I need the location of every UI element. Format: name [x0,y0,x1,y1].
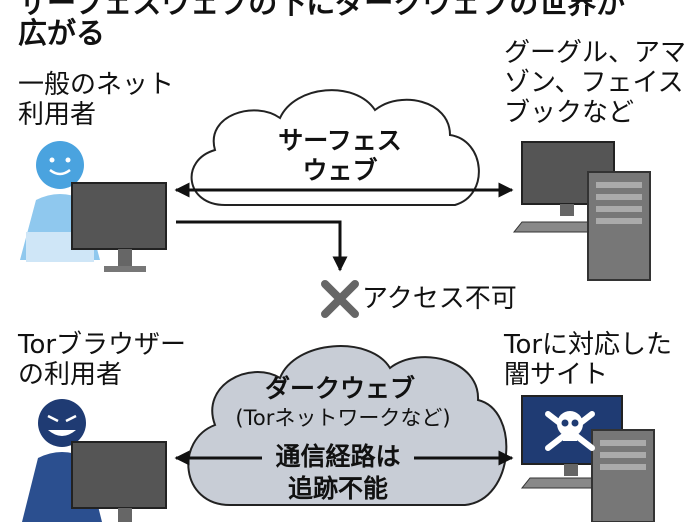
surface-user-monitor-icon [71,182,167,272]
dark-route-label-line1: 通信経路は [275,442,401,471]
dark-cloud [187,345,508,506]
surface-cloud-label-line1: サーフェス [278,126,402,155]
surface-user-label-line1: 一般のネット [18,70,175,100]
surface-cloud [190,89,480,206]
surface-site-label-line2: ゾン、フェイス [504,68,684,98]
dark-cloud-sublabel: (Torネットワークなど) [235,406,451,430]
surface-user-label-line2: 利用者 [18,100,97,130]
surface-site-label-line3: ブックなど [504,98,635,128]
dark-site-label-line2: 闇サイト [504,360,609,390]
surface-site-server-icon [512,141,651,281]
dark-route-label-line2: 追跡不能 [287,474,388,503]
access-denied-label: アクセス不可 [362,284,517,314]
dark-cloud-label: ダークウェブ [264,374,415,403]
surface-cloud-label-line2: ウェブ [302,156,378,185]
dark-user-label-line1: Torブラウザー [18,330,187,360]
skull-icon [545,411,595,451]
access-denied-x-icon [321,280,359,318]
diagram-title-line2: 広がる [18,16,106,50]
dark-site-server-icon [520,395,655,522]
dark-site-label-line1: Torに対応した [504,330,673,360]
diagram-title-line1: サーフェスウェブの下にダークウェブの世界が [18,0,626,20]
dark-user-label-line2: の利用者 [18,360,123,390]
surface-site-label-line1: グーグル、アマ [504,38,687,68]
dark-user-monitor-icon [71,441,167,522]
blocked-access-arrow [176,220,348,272]
